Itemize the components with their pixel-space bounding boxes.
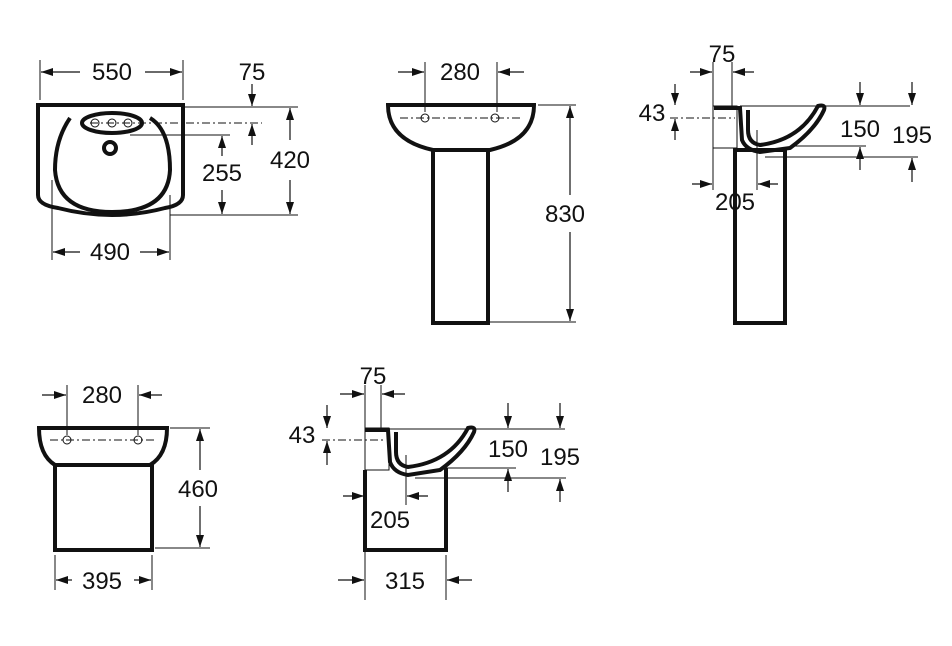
dim-width: 550: [92, 59, 132, 86]
dim-hole-spacing: 280: [440, 59, 480, 86]
pedestal: [733, 148, 787, 325]
semi-pedestal-front-view: 280 460 395: [36, 382, 218, 595]
dim-drain-height: 150: [488, 436, 528, 463]
dim-wall-to-drain: 205: [715, 189, 755, 216]
basin-outline: [36, 103, 185, 217]
hole-left: [62, 435, 72, 445]
dim-wall-to-drain: 205: [370, 507, 410, 534]
hole-left: [420, 113, 430, 123]
pedestal: [431, 148, 490, 325]
dim-rim-to-hole: 43: [289, 422, 316, 449]
wall-bracket: [712, 105, 738, 149]
pedestal-side-view: 75 43 150 195 205: [639, 41, 932, 325]
dim-depth-to-drain: 255: [202, 160, 242, 187]
dim-outlet-height: 195: [540, 444, 580, 471]
dim-hole-spacing: 280: [82, 382, 122, 409]
dim-bowl-width: 490: [90, 239, 130, 266]
basin-side: [714, 103, 827, 155]
drain-icon: [102, 140, 118, 156]
semi-pedestal: [53, 463, 154, 552]
basin-front: [385, 103, 537, 152]
semi-pedestal-side-view: 75 43 150 195 205 315: [289, 363, 580, 600]
dim-pedestal-depth: 315: [385, 568, 425, 595]
pedestal-front-view: 280 830: [385, 59, 585, 325]
basin-bowl: [52, 116, 173, 215]
dim-rim-to-hole: 43: [639, 100, 666, 127]
dim-wall-to-tap: 75: [709, 41, 736, 68]
dim-tap-offset: 75: [239, 59, 266, 86]
dim-drain-height: 150: [840, 116, 880, 143]
hole-right: [133, 435, 143, 445]
basin-front: [36, 426, 170, 467]
basin-top-view: 550 75 255 420 490: [36, 59, 310, 266]
hole-right: [490, 113, 500, 123]
dim-wall-to-tap: 75: [360, 363, 387, 390]
wall-bracket: [364, 427, 390, 471]
dim-depth: 420: [270, 147, 310, 174]
dim-height: 830: [545, 201, 585, 228]
dim-width: 395: [82, 568, 122, 595]
dim-height: 460: [178, 476, 218, 503]
dim-outlet-height: 195: [892, 122, 932, 149]
